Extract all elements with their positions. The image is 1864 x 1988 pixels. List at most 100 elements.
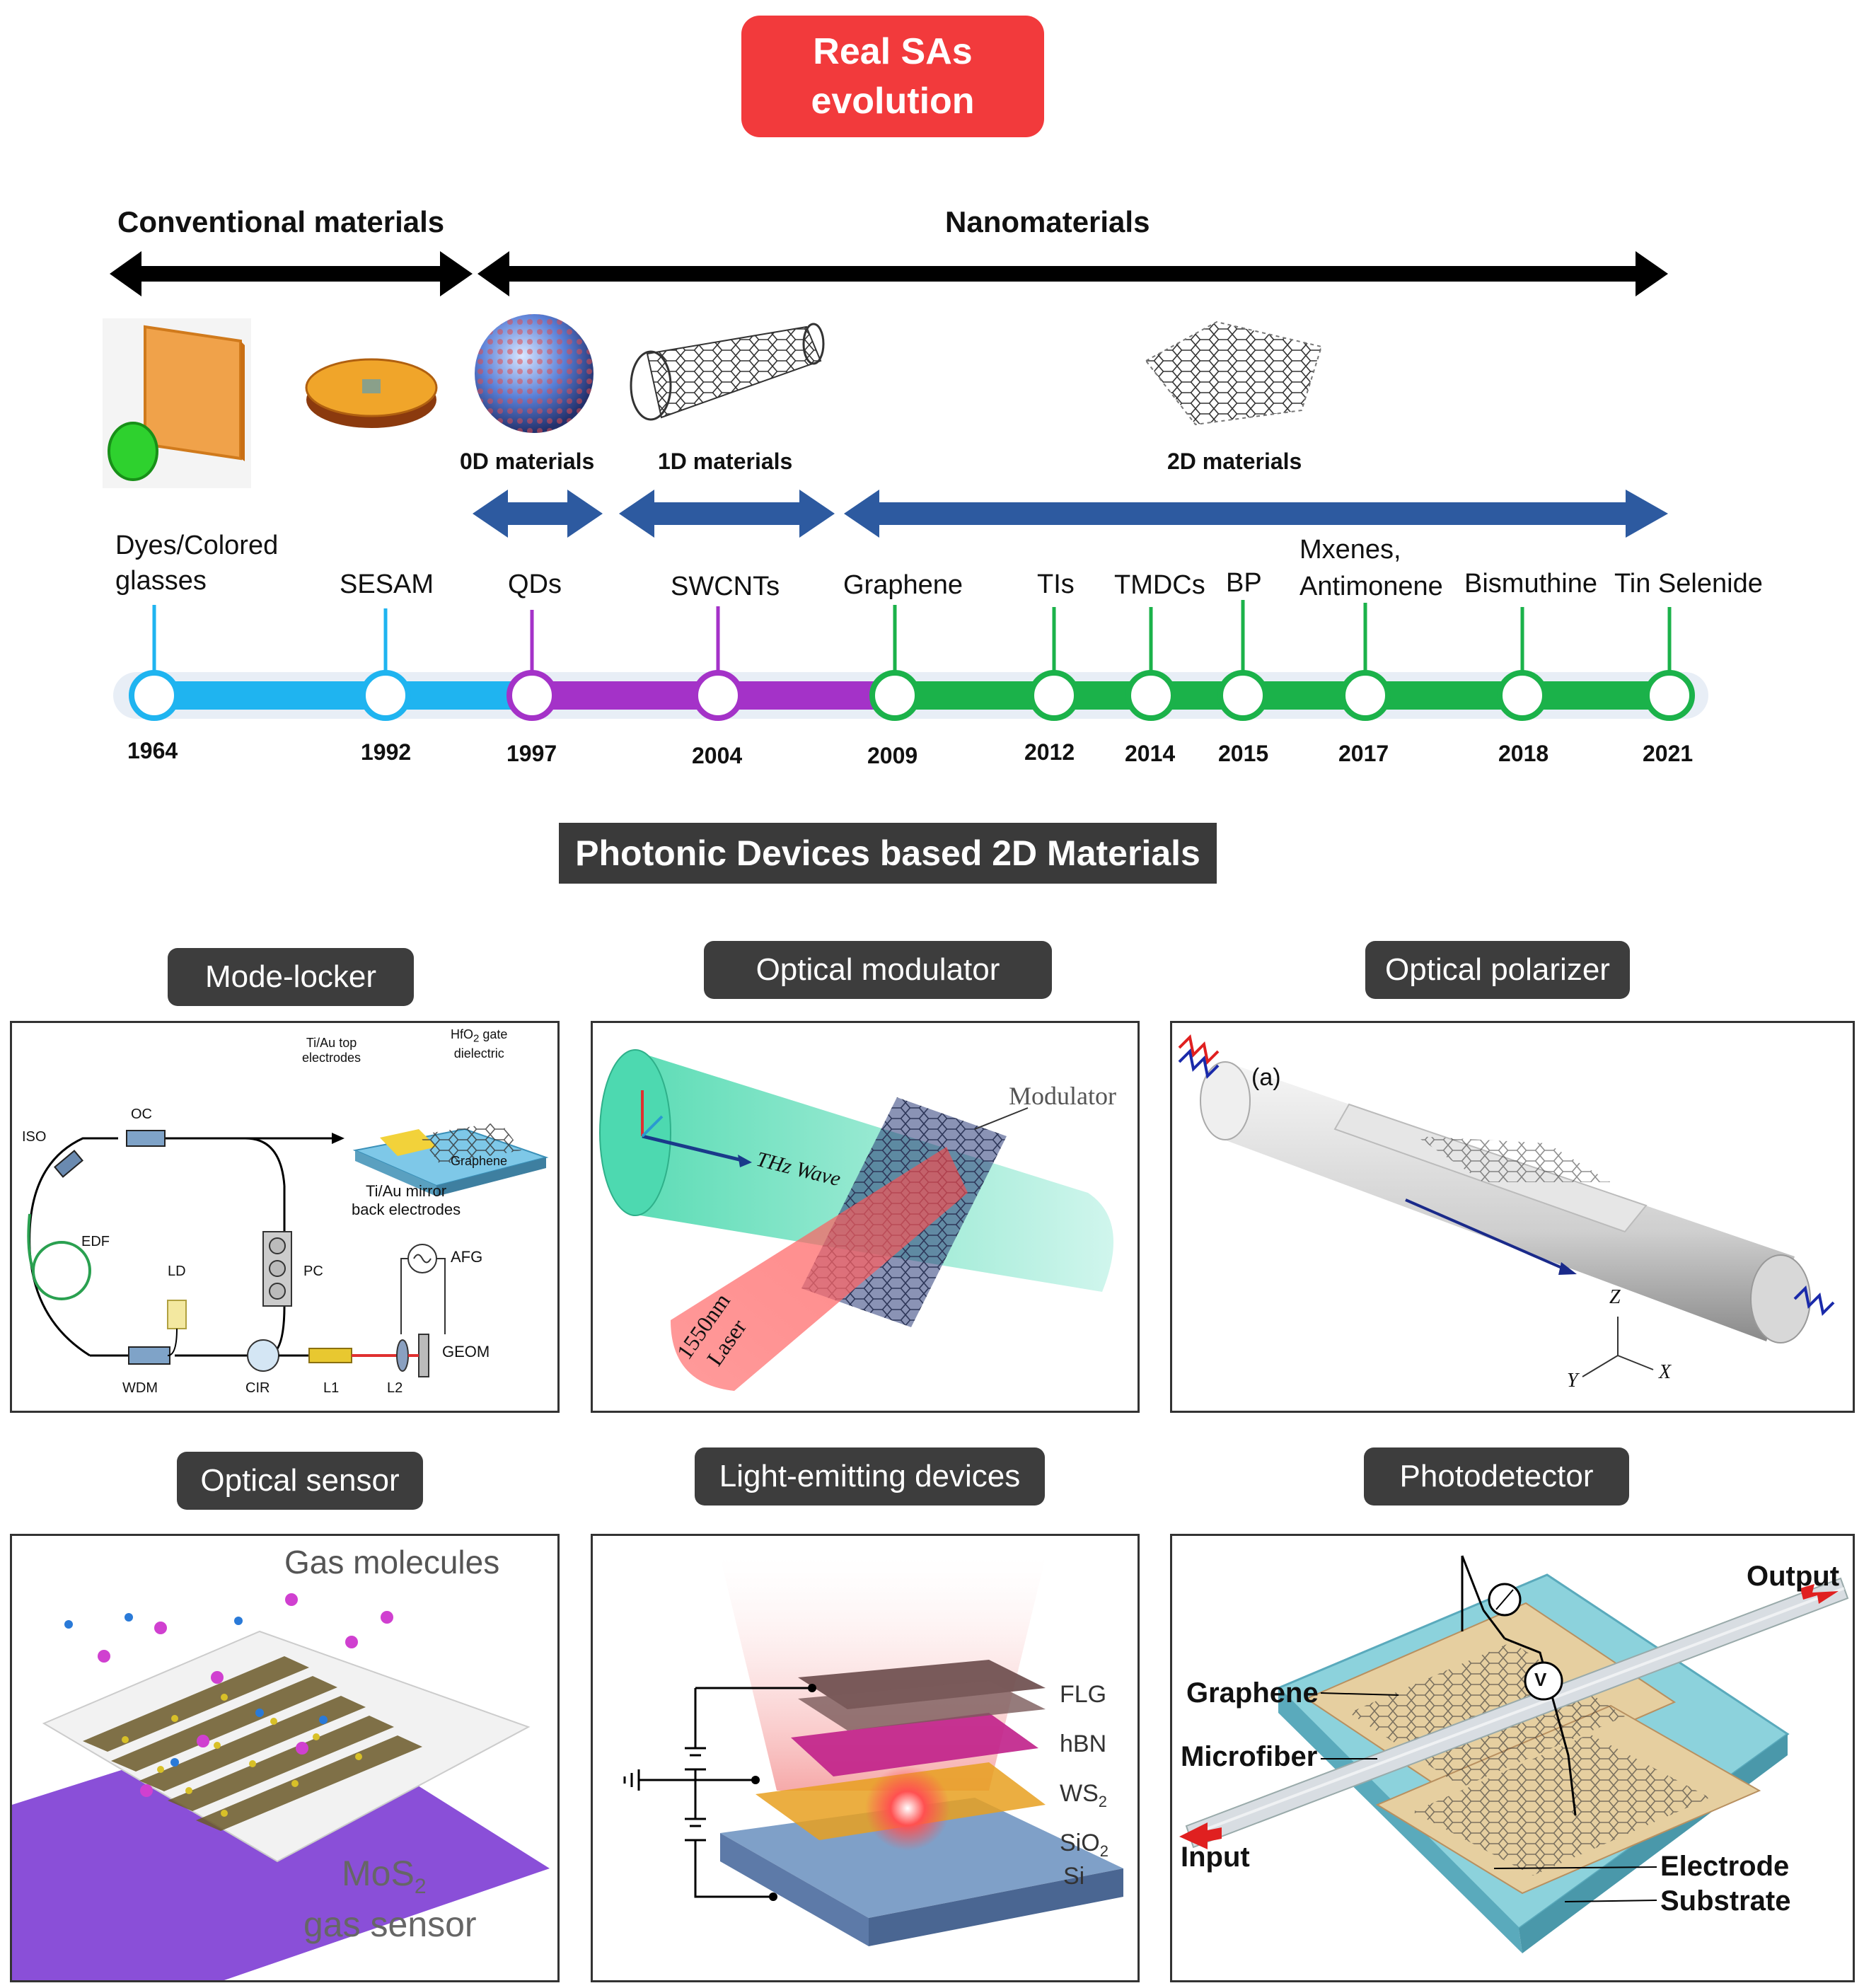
ml-label-mirror-2: back electrodes xyxy=(352,1201,461,1218)
ml-label-graphene: Graphene xyxy=(451,1154,508,1168)
le-label-hbn: hBN xyxy=(1060,1730,1107,1757)
era-conventional-arrow xyxy=(110,251,473,296)
ml-label-hfo2: HfO2 gate dielectric xyxy=(451,1027,507,1061)
year-1992: 1992 xyxy=(361,739,412,765)
optical-sensor-diagram xyxy=(12,1593,550,1980)
label-1d-materials: 1D materials xyxy=(658,449,793,474)
section-title: Photonic Devices based 2D Materials xyxy=(559,823,1217,884)
optical-modulator-diagram xyxy=(599,1049,1113,1391)
panel-optical-modulator: Modulator THz Wave 1550nm Laser xyxy=(591,1021,1140,1413)
le-label-ws2: WS2 xyxy=(1060,1780,1107,1811)
timeline-label-tis: TIs xyxy=(1037,570,1075,599)
timeline-label-dyes-2: glasses xyxy=(115,566,207,596)
ml-label-afg: AFG xyxy=(451,1248,483,1266)
ml-label-hfo-sub: 2 xyxy=(473,1032,480,1045)
panel-mode-locker: ISO OC EDF LD PC WDM CIR L1 L2 AFG GEOM … xyxy=(10,1021,560,1413)
timeline-label-swcnts: SWCNTs xyxy=(671,572,780,601)
pd-label-input: Input xyxy=(1181,1842,1250,1873)
op-label-a: (a) xyxy=(1251,1064,1281,1091)
timeline-label-mxenes-2: Antimonene xyxy=(1299,572,1443,601)
le-label-sio-sub: 2 xyxy=(1099,1842,1108,1860)
year-2021: 2021 xyxy=(1643,741,1694,766)
device-title-light-emitting: Light-emitting devices xyxy=(695,1447,1045,1506)
device-title-optical-modulator: Optical modulator xyxy=(704,941,1052,999)
op-label-y: Y xyxy=(1567,1370,1578,1392)
year-2017: 2017 xyxy=(1338,741,1389,766)
ml-label-top-el-2: electrodes xyxy=(302,1051,361,1065)
era-conventional-label: Conventional materials xyxy=(117,205,445,238)
pd-label-substrate: Substrate xyxy=(1660,1885,1791,1917)
ml-label-hfo-line-1: HfO2 gate xyxy=(451,1027,507,1046)
timeline-label-graphene: Graphene xyxy=(843,570,963,600)
l2-component xyxy=(396,1339,409,1372)
ml-label-pc: PC xyxy=(303,1264,323,1279)
timeline-nodes xyxy=(129,600,1695,721)
pd-label-output: Output xyxy=(1747,1561,1840,1592)
os-label-mos2: MoS2 xyxy=(342,1853,427,1899)
device-title-optical-sensor: Optical sensor xyxy=(177,1452,423,1510)
ml-label-hfo-line-2: dielectric xyxy=(453,1046,504,1061)
year-1964: 1964 xyxy=(127,738,178,763)
ml-label-hfo: HfO xyxy=(451,1027,474,1041)
photodetector-diagram xyxy=(1179,1555,1849,1953)
device-title-optical-polarizer: Optical polarizer xyxy=(1365,941,1630,999)
ml-label-mirror-1: Ti/Au mirror xyxy=(366,1182,447,1200)
era-nano-label: Nanomaterials xyxy=(945,205,1150,238)
timeline-node-2014 xyxy=(1125,670,1176,721)
ml-label-ld: LD xyxy=(168,1264,186,1279)
os-label-gas-sensor: gas sensor xyxy=(303,1905,477,1944)
le-label-ws-sub: 2 xyxy=(1098,1792,1108,1810)
le-label-sio: SiO xyxy=(1060,1830,1100,1856)
ml-label-l1: L1 xyxy=(323,1380,340,1396)
title-line-1: Real SAs xyxy=(813,31,973,72)
panel-photodetector: Output Graphene Microfiber Input Electro… xyxy=(1170,1534,1855,1982)
voltmeter-icon xyxy=(1524,1661,1563,1701)
geom-component xyxy=(418,1334,429,1377)
le-label-si: Si xyxy=(1063,1863,1085,1890)
pd-label-graphene: Graphene xyxy=(1186,1677,1319,1709)
mode-locker-diagram xyxy=(27,1122,549,1377)
optical-polarizer-diagram xyxy=(1178,1034,1835,1377)
ml-label-l2: L2 xyxy=(387,1380,403,1396)
timeline-node-2018 xyxy=(1497,670,1548,721)
le-label-flg: FLG xyxy=(1060,1681,1107,1708)
panel-light-emitting: FLG hBN WS2 SiO2 Si xyxy=(591,1534,1140,1982)
year-2012: 2012 xyxy=(1024,739,1075,765)
timeline-node-1964 xyxy=(129,670,180,721)
year-2014: 2014 xyxy=(1125,741,1176,766)
l1-component xyxy=(308,1348,352,1363)
ml-label-edf: EDF xyxy=(81,1234,110,1249)
ml-label-top-electrodes: Ti/Au top electrodes xyxy=(302,1036,361,1065)
ml-label-wdm: WDM xyxy=(122,1380,158,1396)
ml-label-hfo-rest: gate xyxy=(479,1027,508,1041)
graphene-illustration xyxy=(1145,320,1323,426)
title-line-2: evolution xyxy=(811,81,975,122)
timeline-node-2004 xyxy=(693,670,743,721)
timeline-label-qds: QDs xyxy=(508,570,562,599)
ml-label-iso: ISO xyxy=(22,1129,47,1145)
title-badge: Real SAs evolution xyxy=(741,16,1044,137)
ml-label-oc: OC xyxy=(131,1106,152,1122)
pd-label-v: V xyxy=(1534,1669,1547,1690)
timeline-label-mxenes-1: Mxenes, xyxy=(1299,535,1401,565)
device-title-photodetector: Photodetector xyxy=(1364,1447,1629,1506)
timeline-node-2021 xyxy=(1644,670,1695,721)
timeline-node-2012 xyxy=(1029,670,1079,721)
timeline-label-sesam: SESAM xyxy=(340,570,434,599)
year-1997: 1997 xyxy=(506,741,557,766)
dye-glass-illustration xyxy=(103,318,251,488)
iso-component xyxy=(54,1150,83,1178)
om-label-modulator: Modulator xyxy=(1009,1082,1116,1110)
ld-component xyxy=(167,1300,187,1329)
timeline-label-dyes-1: Dyes/Colored xyxy=(115,531,279,560)
timeline-label-tin-selenide: Tin Selenide xyxy=(1614,569,1763,599)
year-2004: 2004 xyxy=(692,743,743,768)
quantum-dot-illustration xyxy=(475,314,594,433)
year-2018: 2018 xyxy=(1498,741,1549,766)
os-label-gas: Gas molecules xyxy=(284,1544,500,1580)
timeline-node-2015 xyxy=(1217,670,1268,721)
label-2d-materials: 2D materials xyxy=(1167,449,1302,474)
pd-label-electrode: Electrode xyxy=(1660,1851,1790,1882)
panel-optical-sensor: Gas molecules MoS2 gas sensor xyxy=(10,1534,560,1982)
light-emitting-diagram xyxy=(623,1557,1123,1946)
